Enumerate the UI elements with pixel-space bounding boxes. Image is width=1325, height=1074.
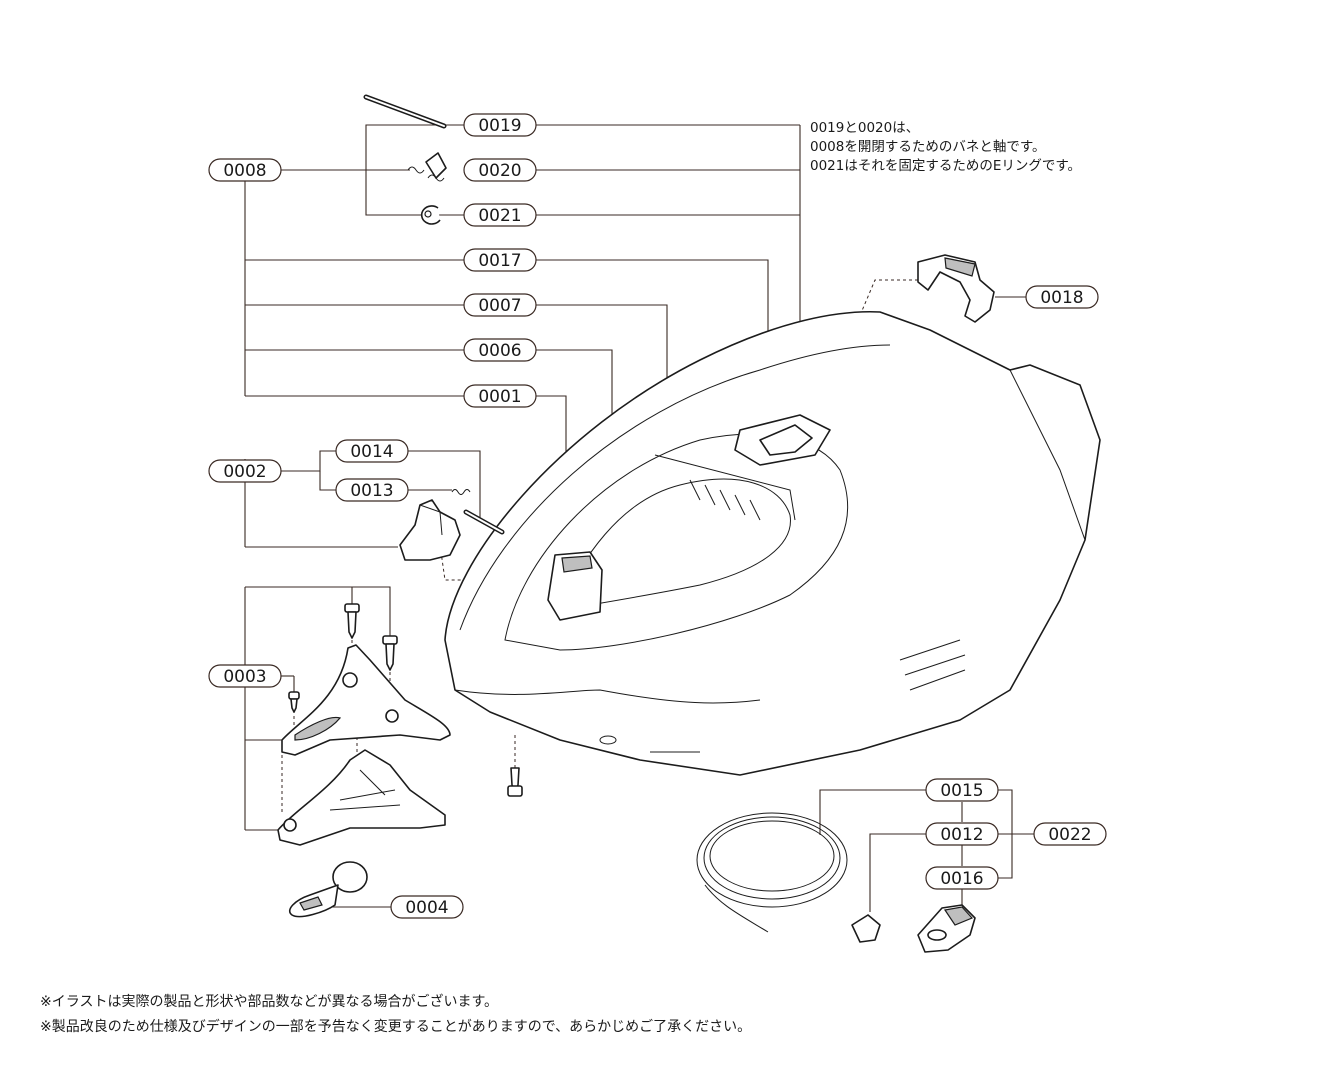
pin-part — [463, 509, 505, 535]
label-0018: 0018 — [1025, 285, 1099, 309]
label-0012: 0012 — [925, 822, 999, 846]
footer-disclaimer-1: ※イラストは実際の製品と形状や部品数などが異なる場合がございます。 — [40, 994, 499, 1010]
parts-note: 0019と0020は、 0008を開閉するためのバネと軸です。 0021はそれを… — [810, 119, 1081, 176]
parts-note-line-1: 0019と0020は、 — [810, 120, 920, 136]
label-0022: 0022 — [1033, 822, 1107, 846]
parts-note-line-3: 0021はそれを固定するためのEリングです。 — [810, 158, 1082, 174]
svg-text:0002: 0002 — [223, 462, 266, 482]
main-body-part — [444, 310, 1101, 776]
cord-part — [696, 812, 848, 933]
label-0016: 0016 — [925, 866, 999, 890]
svg-text:0001: 0001 — [478, 387, 521, 407]
spring-part — [407, 152, 447, 182]
label-0001: 0001 — [463, 384, 537, 408]
cover-plate-part — [281, 644, 451, 756]
label-0015: 0015 — [925, 778, 999, 802]
svg-text:0022: 0022 — [1048, 825, 1091, 845]
label-0003: 0003 — [208, 664, 282, 688]
parts-note-line-2: 0008を開閉するためのバネと軸です。 — [810, 139, 1046, 155]
key-part — [288, 861, 368, 918]
plug-part — [851, 914, 881, 943]
svg-text:0013: 0013 — [350, 481, 393, 501]
label-0002: 0002 — [208, 459, 282, 483]
base-plate-part — [277, 749, 446, 846]
label-0014: 0014 — [335, 439, 409, 463]
label-0007: 0007 — [463, 293, 537, 317]
screw-parts — [288, 603, 523, 797]
axis-rod-part — [363, 94, 447, 129]
svg-text:0015: 0015 — [940, 781, 983, 801]
label-0017: 0017 — [463, 248, 537, 272]
label-0006: 0006 — [463, 338, 537, 362]
small-spring-part — [451, 489, 471, 495]
label-0019: 0019 — [463, 113, 537, 137]
label-0013: 0013 — [335, 478, 409, 502]
svg-text:0006: 0006 — [478, 341, 521, 361]
svg-text:0012: 0012 — [940, 825, 983, 845]
svg-text:0003: 0003 — [223, 667, 266, 687]
label-0004: 0004 — [390, 895, 464, 919]
svg-text:0019: 0019 — [478, 116, 521, 136]
label-0008: 0008 — [208, 158, 282, 182]
svg-text:0007: 0007 — [478, 296, 521, 316]
footer-disclaimer-2: ※製品改良のため仕様及びデザインの一部を予告なく変更することがありますので、あら… — [40, 1019, 752, 1035]
svg-text:0021: 0021 — [478, 206, 521, 226]
bushing-part — [917, 904, 976, 953]
label-0021: 0021 — [463, 203, 537, 227]
svg-text:0004: 0004 — [405, 898, 448, 918]
e-ring-part — [420, 205, 441, 225]
svg-text:0008: 0008 — [223, 161, 266, 181]
label-0020: 0020 — [463, 158, 537, 182]
svg-text:0020: 0020 — [478, 161, 521, 181]
lever-part — [399, 499, 461, 561]
clip-part — [917, 254, 995, 323]
svg-text:0018: 0018 — [1040, 288, 1083, 308]
svg-text:0014: 0014 — [350, 442, 393, 462]
svg-text:0017: 0017 — [478, 251, 521, 271]
svg-text:0016: 0016 — [940, 869, 983, 889]
